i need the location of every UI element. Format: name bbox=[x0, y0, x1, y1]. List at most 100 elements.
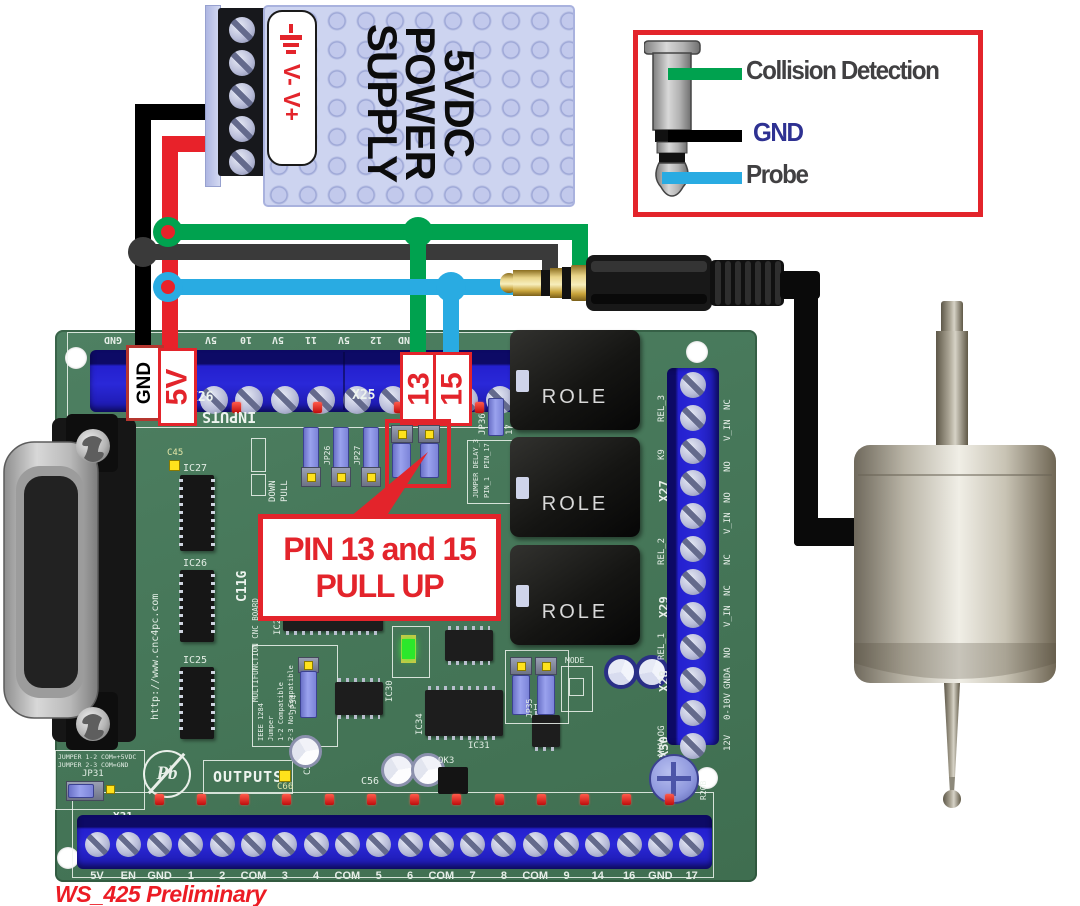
jp31-label: JP31 bbox=[82, 769, 104, 779]
pull-label: PULL bbox=[280, 480, 290, 502]
terminal-label: NO bbox=[723, 492, 733, 503]
gnd-wire-v bbox=[135, 104, 151, 352]
gnd-wire-h bbox=[135, 104, 218, 120]
collision-wire-h bbox=[160, 224, 588, 240]
terminal-screw bbox=[199, 386, 228, 414]
terminal-screw bbox=[229, 83, 255, 109]
ic25-chip bbox=[179, 667, 215, 739]
relay-2: ROLE bbox=[510, 437, 640, 537]
silkscreen-label: K9 bbox=[657, 449, 667, 460]
terminal-screw bbox=[554, 831, 579, 857]
pin15-label: 15 bbox=[433, 352, 472, 426]
terminal-screw bbox=[680, 503, 706, 530]
led-indicator bbox=[579, 793, 589, 805]
terminal-screw bbox=[428, 831, 454, 857]
pb-free-icon: Pb bbox=[143, 750, 191, 798]
jp31-jumper bbox=[68, 784, 94, 798]
terminal-screw bbox=[679, 831, 705, 857]
ok3-chip bbox=[438, 767, 468, 794]
terminal-block-seam bbox=[343, 352, 345, 410]
outputs-silk-outline bbox=[72, 792, 714, 878]
terminal-label: 5V bbox=[90, 870, 104, 882]
capacitor bbox=[604, 655, 638, 689]
gnd-legend-line bbox=[668, 130, 742, 142]
terminal-screw bbox=[229, 17, 255, 43]
mode-label: MODE bbox=[565, 656, 585, 665]
mode-box bbox=[561, 666, 593, 712]
gnd-signal-wire-h bbox=[140, 244, 558, 260]
psu-terminal-block bbox=[218, 8, 266, 176]
relay-label: ROLE bbox=[541, 386, 609, 408]
ic26-label: IC26 bbox=[183, 558, 208, 569]
silkscreen-label: REL_3 bbox=[657, 394, 667, 422]
terminal-screw bbox=[271, 386, 300, 414]
input-jumper bbox=[303, 427, 319, 471]
silkscreen-label: 5V bbox=[272, 334, 285, 345]
collision-legend-line bbox=[668, 68, 742, 80]
led-indicator bbox=[393, 401, 403, 413]
led-indicator bbox=[367, 793, 376, 805]
output-terminal-block bbox=[77, 815, 712, 869]
jp35-jumper bbox=[537, 675, 555, 715]
terminal-screw bbox=[616, 831, 642, 857]
silkscreen-label: 5V bbox=[205, 334, 218, 345]
relay-1: ROLE bbox=[510, 330, 640, 430]
probe-cable-v bbox=[794, 272, 818, 546]
led-indicator bbox=[154, 793, 164, 805]
relay-window bbox=[516, 477, 529, 499]
led-indicator bbox=[239, 793, 249, 805]
status-led bbox=[402, 639, 415, 659]
mounting-hole bbox=[686, 341, 708, 363]
led-indicator bbox=[282, 793, 291, 805]
terminal-label: COM bbox=[522, 870, 549, 882]
terminal-label: NC bbox=[723, 585, 733, 596]
terminal-screw bbox=[366, 831, 392, 857]
terminal-label: 17 bbox=[685, 870, 698, 882]
probe-legend-label: Probe bbox=[746, 159, 809, 189]
mounting-hole bbox=[57, 847, 79, 869]
terminal-screw bbox=[272, 831, 298, 857]
terminal-label: 0-10V bbox=[723, 692, 733, 720]
terminal-screw bbox=[680, 732, 706, 759]
terminal-label: GND bbox=[147, 870, 172, 882]
terminal-label: NC bbox=[723, 399, 733, 410]
led-indicator bbox=[197, 793, 206, 805]
jp34-label: JP34 bbox=[289, 694, 298, 714]
terminal-screw bbox=[680, 568, 706, 595]
silkscreen-label: GND bbox=[104, 334, 123, 345]
terminal-label: 8 bbox=[500, 870, 507, 882]
terminal-label: COM bbox=[240, 870, 267, 882]
pull-silk-box bbox=[251, 438, 266, 472]
terminal-screw bbox=[585, 831, 611, 857]
collision-junction-dot bbox=[403, 217, 433, 247]
c11g-label: C11G bbox=[235, 570, 250, 602]
terminal-label: V_IN bbox=[723, 512, 733, 534]
callout-line2: PULL UP bbox=[315, 567, 445, 604]
terminal-screw bbox=[397, 831, 423, 857]
jp36-label: JP36 bbox=[478, 413, 488, 435]
terminal-label: NC bbox=[723, 554, 733, 565]
led-indicator bbox=[664, 793, 674, 805]
gnd-junction-dot bbox=[128, 237, 158, 267]
jp35-box bbox=[505, 650, 569, 724]
terminal-screw bbox=[303, 831, 329, 857]
terminal-screw bbox=[229, 116, 255, 142]
jp35-label: JP35 bbox=[525, 698, 534, 718]
collision-5v-node-core bbox=[161, 225, 175, 239]
jp35-base bbox=[510, 657, 532, 675]
terminal-label: 14 bbox=[591, 870, 604, 882]
terminal-screw bbox=[680, 404, 706, 431]
terminal-label: COM bbox=[428, 870, 455, 882]
legend-box: Collision Detection GND Probe bbox=[633, 30, 983, 217]
status-led-box bbox=[392, 626, 430, 678]
db25-parallel-connector bbox=[3, 414, 136, 750]
gnd-legend-label: GND bbox=[753, 117, 804, 147]
callout-arrow bbox=[350, 452, 428, 517]
terminal-label: NO bbox=[723, 647, 733, 658]
terminal-screw bbox=[147, 831, 173, 857]
terminal-label: V_IN bbox=[723, 605, 733, 627]
inputs-label: INPUTS bbox=[202, 408, 257, 426]
terminal-screw bbox=[680, 634, 706, 661]
terminal-screw bbox=[680, 470, 706, 497]
led-indicator bbox=[324, 793, 334, 805]
